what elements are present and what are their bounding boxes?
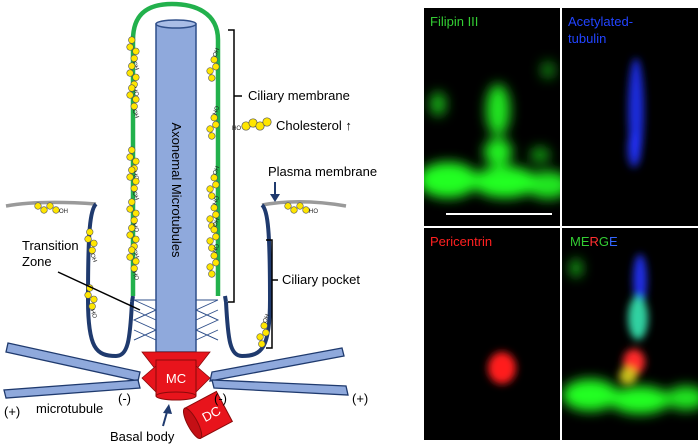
plus-end-right-label: (+) bbox=[352, 391, 368, 406]
panel-filipin: Filipin III bbox=[424, 8, 560, 226]
cholesterol-molecule: HO bbox=[206, 104, 220, 140]
basal-body-label: Basal body bbox=[110, 429, 175, 444]
cholesterol-layer: OHHOOHHOOHHOOHHOOHHOOHHOOHHOOHHOOHHOOH bbox=[34, 36, 318, 348]
plasma-membrane-left bbox=[5, 200, 97, 208]
plasma-membrane-label: Plasma membrane bbox=[268, 164, 377, 179]
cholesterol-molecule: OH bbox=[84, 228, 98, 264]
axoneme-tip bbox=[155, 19, 197, 29]
plasma-membrane-right bbox=[261, 200, 347, 208]
cholesterol-oh-label: HO bbox=[309, 209, 318, 215]
mother-centriole-base bbox=[155, 391, 197, 401]
cholesterol-molecule: OH bbox=[126, 84, 140, 120]
microtubule-lower-right bbox=[211, 379, 349, 396]
ciliary-membrane-bracket bbox=[228, 29, 235, 303]
cholesterol-molecule: HO bbox=[126, 146, 140, 182]
microtubule-label: microtubule bbox=[36, 401, 103, 416]
svg-text:HO: HO bbox=[232, 126, 241, 132]
cholesterol-molecule: HO bbox=[126, 246, 140, 282]
ciliary-pocket-bracket bbox=[266, 239, 273, 349]
cholesterol-oh-label: OH bbox=[131, 191, 140, 202]
cholesterol-oh-label: OH bbox=[261, 313, 270, 324]
cholesterol-molecule: OH bbox=[206, 217, 220, 252]
pocket-membrane-left bbox=[85, 202, 134, 359]
merge-letter-r: R bbox=[590, 234, 599, 249]
transition-zone-label-1: Transition bbox=[22, 238, 79, 253]
cholesterol-molecule: HO bbox=[84, 284, 98, 320]
transition-zone-fibers bbox=[132, 299, 220, 341]
cholesterol-molecule: HO bbox=[126, 62, 140, 98]
minus-end-right-label: (-) bbox=[214, 391, 227, 406]
cholesterol-molecule: OH bbox=[206, 165, 220, 200]
cholesterol-oh-label: OH bbox=[131, 249, 140, 260]
pocket-membrane-neck-right bbox=[223, 295, 228, 303]
merge-letter-g: G bbox=[599, 234, 609, 249]
cholesterol-oh-label: OH bbox=[211, 165, 220, 176]
panel-pericentrin-label: Pericentrin bbox=[430, 234, 492, 249]
minus-end-left-label: (-) bbox=[118, 391, 131, 406]
transition-zone-leader bbox=[57, 271, 141, 311]
cholesterol-legend-icon: HO bbox=[232, 117, 272, 132]
cholesterol-molecule: HO bbox=[206, 194, 220, 230]
cilium-diagram: Axonemal Microtubules MC DC OH HO OH HO OH HO… bbox=[3, 1, 377, 444]
cholesterol-molecule: OH bbox=[126, 224, 140, 260]
cholesterol-molecule: OH bbox=[256, 313, 270, 348]
cholesterol-oh-label: HO bbox=[211, 194, 220, 205]
subdistal-appendage-left bbox=[141, 365, 157, 393]
pocket-membrane-neck-left bbox=[130, 295, 135, 303]
subdistal-appendage-right bbox=[195, 365, 211, 393]
ciliary-membrane bbox=[130, 1, 221, 296]
cholesterol-molecule: HO bbox=[206, 242, 220, 278]
panel-merge-label: MERGE bbox=[570, 234, 618, 249]
microtubule-lower-left bbox=[3, 379, 141, 399]
cholesterol-molecule: HO bbox=[284, 202, 318, 215]
plus-end-left-label: (+) bbox=[4, 404, 20, 419]
cholesterol-oh-label: HO bbox=[89, 309, 98, 320]
panel-acetylated-tubulin: Acetylated- tubulin bbox=[562, 8, 698, 226]
microtubule-upper-left bbox=[5, 342, 141, 382]
basal-body-arrowhead bbox=[163, 404, 172, 414]
cholesterol-label: Cholesterol ↑ bbox=[276, 118, 352, 133]
panel-filipin-label: Filipin III bbox=[430, 14, 478, 29]
cholesterol-oh-label: OH bbox=[131, 109, 140, 120]
mother-centriole bbox=[155, 359, 197, 397]
cholesterol-oh-label: OH bbox=[59, 209, 68, 215]
panel-pericentrin: Pericentrin bbox=[424, 228, 560, 440]
ciliary-membrane-label: Ciliary membrane bbox=[248, 88, 350, 103]
cholesterol-oh-label: HO bbox=[131, 87, 140, 98]
cholesterol-oh-label: HO bbox=[211, 242, 220, 253]
panel-acetylated-tubulin-label-2: tubulin bbox=[568, 31, 606, 46]
micrograph-grid: Filipin III Acetylated- tubulin Pericent… bbox=[424, 8, 698, 440]
basal-body-arrow bbox=[162, 411, 168, 427]
cholesterol-molecule: OH bbox=[34, 202, 68, 215]
cholesterol-oh-label: HO bbox=[131, 271, 140, 282]
mc-label: MC bbox=[166, 371, 186, 386]
cholesterol-oh-label: OH bbox=[211, 217, 220, 228]
panel-merge: MERGE bbox=[562, 228, 698, 440]
panel-acetylated-tubulin-label-1: Acetylated- bbox=[568, 14, 633, 29]
plasma-membrane-arrowhead bbox=[270, 194, 280, 202]
cholesterol-oh-label: OH bbox=[211, 47, 220, 58]
merge-letter-m: M bbox=[570, 234, 581, 249]
transition-zone-label-2: Zone bbox=[22, 254, 52, 269]
cholesterol-molecule: OH bbox=[126, 166, 140, 202]
merge-letter-e1: E bbox=[581, 234, 590, 249]
microtubule-upper-right bbox=[209, 347, 345, 382]
daughter-centriole: DC bbox=[182, 390, 234, 440]
cholesterol-oh-label: HO bbox=[211, 104, 220, 115]
ciliary-pocket-label: Ciliary pocket bbox=[282, 272, 360, 287]
cholesterol-oh-label: HO bbox=[131, 171, 140, 182]
cholesterol-molecule: OH bbox=[206, 47, 220, 82]
axoneme-label: Axonemal Microtubules bbox=[169, 122, 184, 258]
merge-letter-e2: E bbox=[609, 234, 618, 249]
cholesterol-oh-label: OH bbox=[89, 253, 98, 264]
